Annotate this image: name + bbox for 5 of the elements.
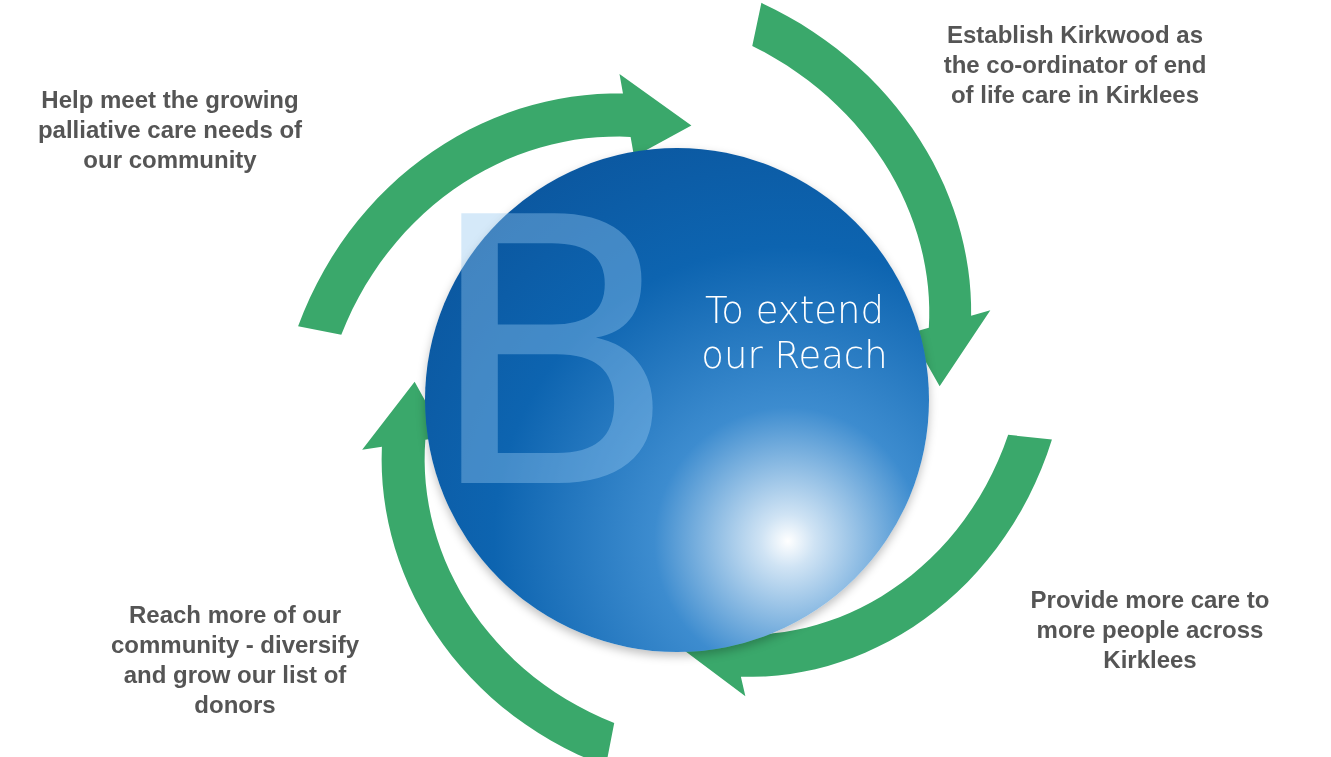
goal-text: Provide more care to more people across Kirklees <box>1029 585 1271 675</box>
goal-text: Reach more of our community - diversify and grow our list of donors <box>109 600 361 720</box>
goal-text: Establish Kirkwood as the co-ordinator of end of life care in Kirklees <box>942 20 1208 110</box>
center-text: To extend our Reach <box>700 288 889 378</box>
goal-text: Help meet the growing palliative care needs of our community <box>36 85 304 175</box>
